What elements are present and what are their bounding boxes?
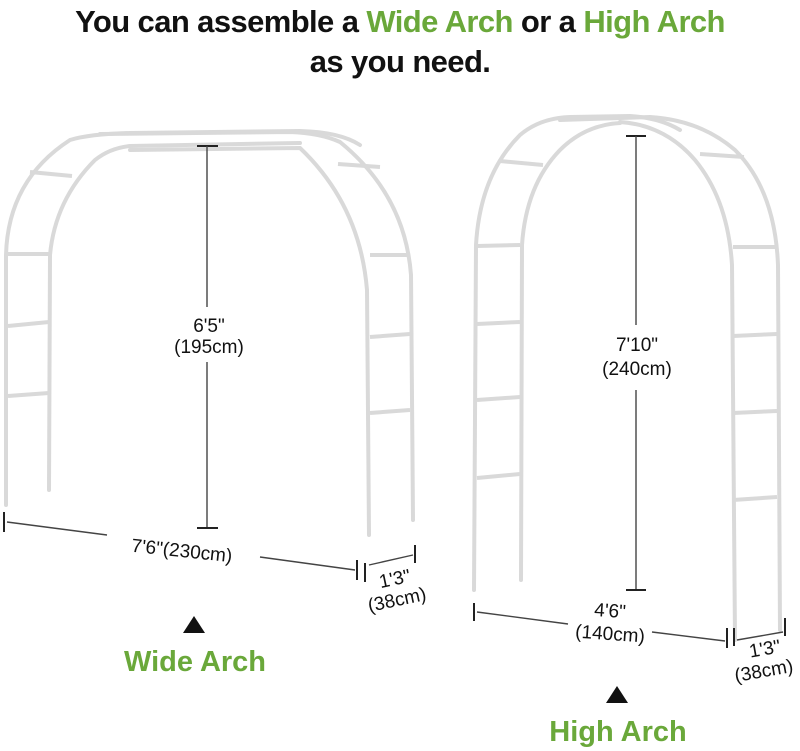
high-arch-frame <box>472 113 782 642</box>
headline-text: You can assemble a <box>75 4 367 39</box>
wide-arch-depth-dimension: 1'3" (38cm) <box>364 545 428 617</box>
wide-height-imperial: 6'5" <box>193 316 225 337</box>
wide-height-metric: (195cm) <box>174 337 244 358</box>
headline-wide-arch: Wide Arch <box>366 4 513 39</box>
high-arch-depth-dimension: 1'3" (38cm) <box>733 618 795 687</box>
wide-width: 7'6"(230cm) <box>130 536 233 567</box>
high-depth-metric: (38cm) <box>733 656 795 687</box>
wide-arch-width-dimension: 7'6"(230cm) <box>3 512 358 580</box>
high-height-imperial: 7'10" <box>616 335 658 356</box>
high-width-imperial: 4'6" <box>594 600 627 623</box>
headline-text: or a <box>512 4 584 39</box>
high-arch-height-dimension: 7'10" (240cm) <box>602 135 672 591</box>
high-arch-label: High Arch <box>549 716 686 748</box>
high-height-metric: (240cm) <box>602 359 672 380</box>
high-width-metric: (140cm) <box>575 622 646 648</box>
wide-arch-label: Wide Arch <box>124 646 266 678</box>
high-arch-width-dimension: 4'6" (140cm) <box>473 600 728 648</box>
wide-arch-frame <box>4 128 415 537</box>
wide-depth-metric: (38cm) <box>366 584 428 617</box>
high-arch-pointer-icon <box>606 686 628 703</box>
headline-high-arch: High Arch <box>583 4 725 39</box>
headline: You can assemble a Wide Arch or a High A… <box>0 2 800 82</box>
headline-line-2: as you need. <box>309 44 491 79</box>
wide-arch-height-dimension: 6'5" (195cm) <box>174 145 244 529</box>
headline-line-1: You can assemble a Wide Arch or a High A… <box>0 2 800 42</box>
wide-arch-pointer-icon <box>183 616 205 633</box>
